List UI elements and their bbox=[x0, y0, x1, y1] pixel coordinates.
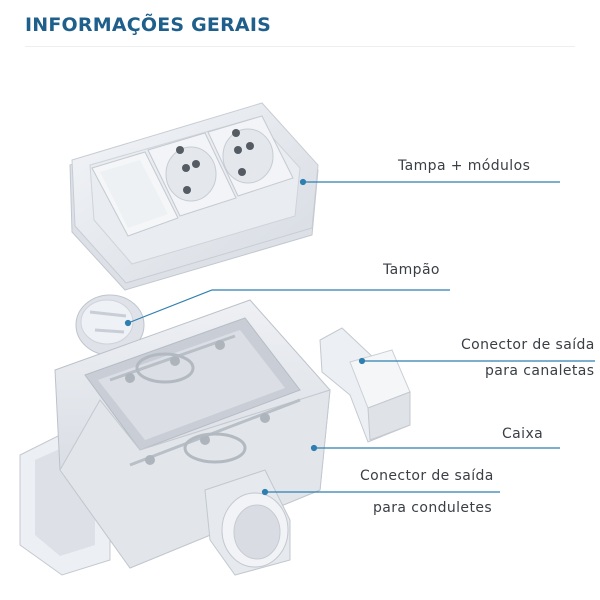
callout-caixa: Caixa bbox=[502, 426, 544, 442]
callout-tampao: Tampão bbox=[383, 262, 440, 278]
callout-conector-canaletas-line2: para canaletas bbox=[485, 363, 595, 379]
cap-part bbox=[75, 294, 145, 356]
page-title: INFORMAÇÕES GERAIS bbox=[25, 14, 271, 36]
callout-tampa-modulos: Tampa + módulos bbox=[398, 158, 531, 174]
outlet-module-2 bbox=[207, 115, 294, 197]
callout-conector-canaletas-line1: Conector de saída bbox=[461, 337, 595, 353]
leader-tampao bbox=[127, 289, 450, 324]
wall-plate-part bbox=[69, 102, 319, 291]
outlet-module-1 bbox=[147, 132, 237, 217]
raceway-connector-part bbox=[319, 327, 411, 443]
header-divider bbox=[25, 46, 575, 47]
leader-lines bbox=[124, 178, 595, 496]
conduit-connector-part bbox=[204, 469, 291, 576]
switch-module bbox=[91, 151, 179, 237]
callout-conector-conduletes-line1: Conector de saída bbox=[360, 468, 494, 484]
callout-conector-conduletes-line2: para conduletes bbox=[373, 500, 493, 516]
